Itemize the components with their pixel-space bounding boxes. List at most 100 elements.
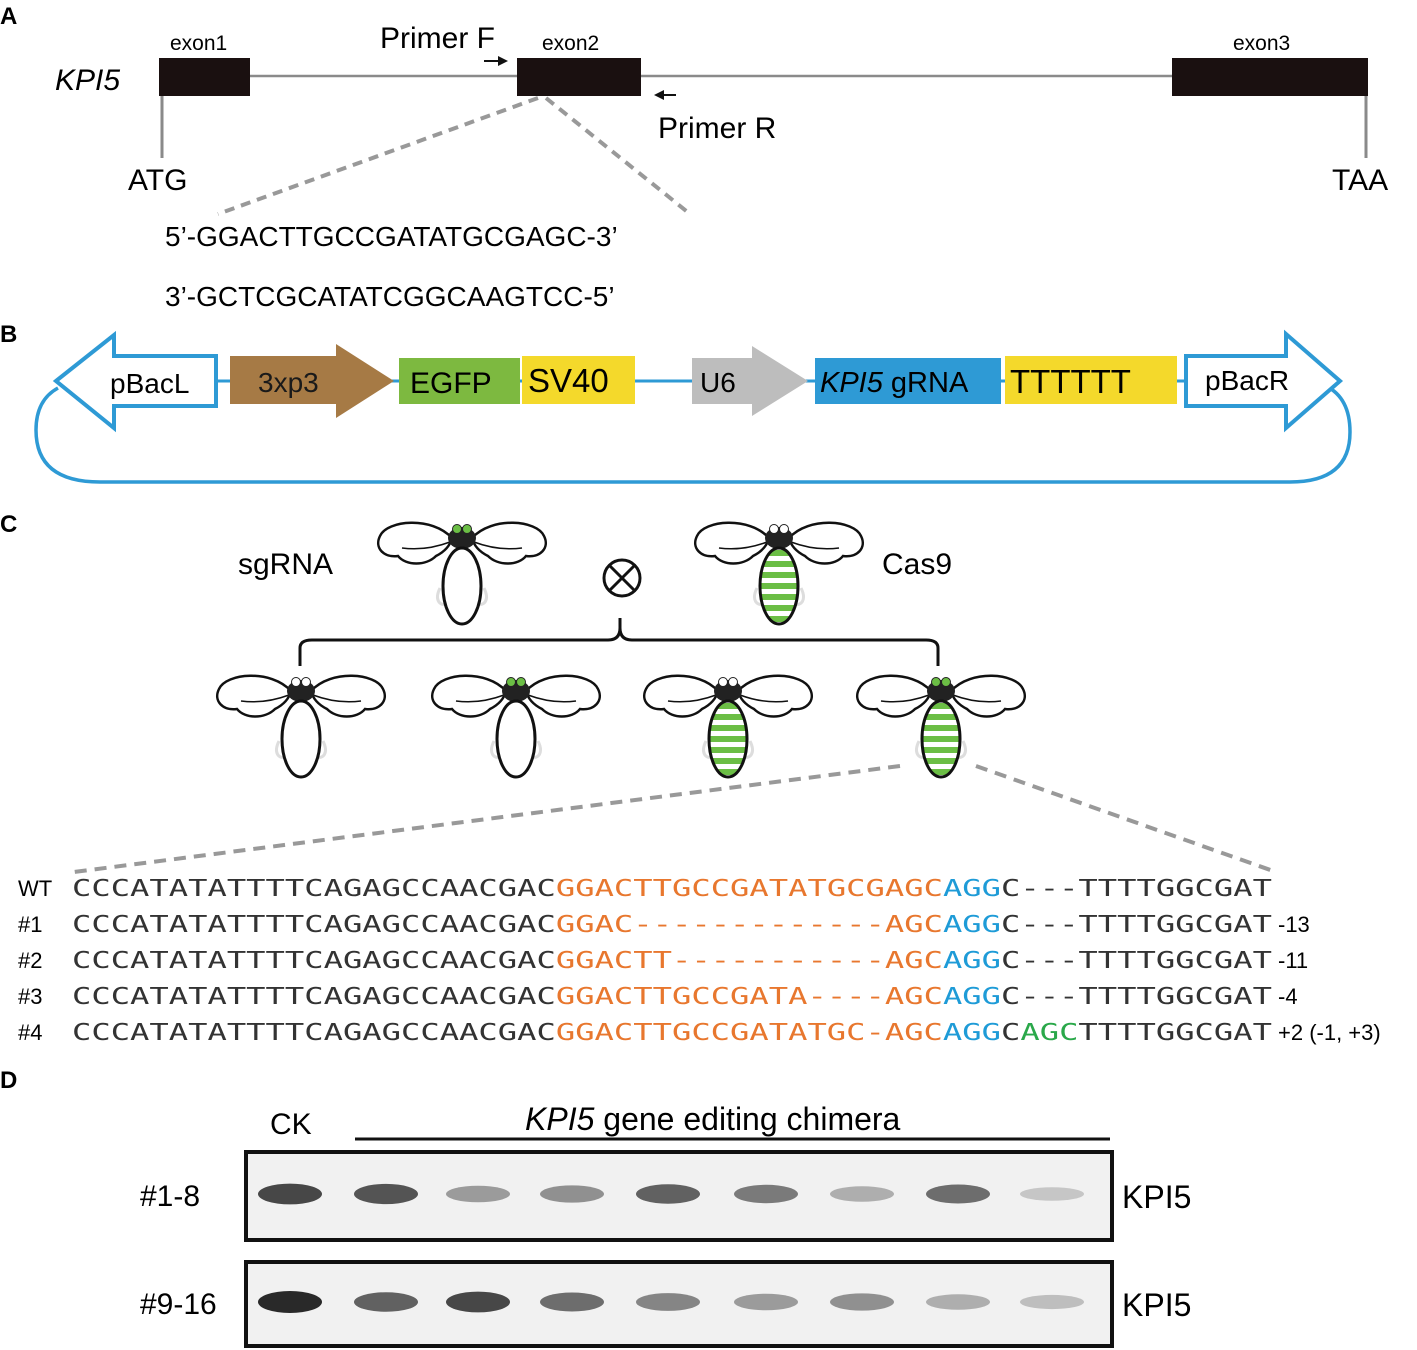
- exon2-box: [517, 58, 641, 96]
- gene-name-label: KPI5: [55, 64, 120, 97]
- primer-f-label: Primer F: [380, 22, 495, 55]
- alignment-row-label: #4: [18, 1020, 42, 1045]
- stop-codon-label: TAA: [1332, 164, 1388, 197]
- sv40-label: SV40: [528, 362, 609, 399]
- pbacr-arrow: [1184, 329, 1344, 433]
- alignment-row-label: WT: [18, 876, 52, 901]
- terminator-label: TTTTTT: [1010, 363, 1131, 400]
- chimera-suffix: gene editing chimera: [594, 1101, 900, 1137]
- sequence-segment: CCCATATATTTTCAGAGCCAACGAC: [72, 912, 556, 938]
- panel-c-label: C: [0, 511, 17, 538]
- exon3-label: exon3: [1233, 32, 1290, 55]
- sequence-segment: C---TTTTGGCGAT: [1001, 876, 1272, 902]
- blot-band: [258, 1291, 322, 1313]
- egfp-box: [399, 358, 520, 404]
- panel-b-label: B: [0, 321, 17, 348]
- blot-band: [354, 1183, 418, 1205]
- target-seq-bottom: 3’-GCTCGCATATCGGCAAGTCC-5’: [165, 281, 615, 312]
- sequence-segment: AGG: [943, 1020, 1001, 1046]
- sequence-segment: C---TTTTGGCGAT: [1001, 948, 1272, 974]
- exon3-box: [1172, 58, 1368, 96]
- zoom-line-right: [544, 96, 692, 216]
- pbacl-label: pBacL: [110, 368, 189, 399]
- bee-icon: [642, 674, 814, 779]
- bee-icon: [693, 521, 865, 626]
- panel-b: B pBacL 3xp3 EGFP SV40 U6 KPI5 gRNA TTTT…: [0, 321, 1352, 484]
- zoom-line-left: [217, 96, 539, 216]
- grna-gene: KPI5: [820, 367, 884, 399]
- bee-icon: [430, 674, 602, 779]
- sequence-segment: GGACTT-----------AGC: [556, 948, 943, 974]
- blot-band: [830, 1293, 894, 1311]
- bee-icon: [215, 674, 387, 779]
- blot-row-label: #1-8: [140, 1180, 200, 1213]
- pbacl-arrow: [52, 330, 218, 433]
- bee-icon: [376, 521, 548, 626]
- cross-icon: [602, 558, 642, 598]
- sequence-segment: C---TTTTGGCGAT: [1001, 912, 1272, 938]
- sequence-segment: GGACTTGCCGATA----AGC: [556, 984, 943, 1010]
- blot-band: [734, 1184, 798, 1204]
- ck-label: CK: [270, 1108, 312, 1141]
- sequence-segment: AGG: [943, 912, 1001, 938]
- panel-c: C sgRNA Cas9 WT CCCATATATTTTCAGAGCCAACGAC…: [0, 511, 1381, 1046]
- sequence-segment: AGG: [943, 948, 1001, 974]
- primer-r-label: Primer R: [658, 112, 776, 145]
- indel-change: -13: [1278, 912, 1310, 937]
- blot-band: [734, 1293, 798, 1311]
- sequence-segment: GGACTTGCCGATATGCGAGC: [556, 876, 943, 902]
- alignment-row-label: #2: [18, 948, 42, 973]
- primer-r-arrow-icon: [654, 90, 676, 100]
- sequence-segment: GGACTTGCCGATATGC-AGC: [556, 1020, 943, 1046]
- sequence-segment: CCCATATATTTTCAGAGCCAACGAC: [72, 948, 556, 974]
- egfp-label: EGFP: [410, 367, 492, 400]
- sgrna-label: sgRNA: [238, 548, 333, 581]
- pbacr-label: pBacR: [1205, 365, 1289, 396]
- zoom-line-right: [975, 764, 1277, 874]
- sv40-box: [522, 356, 635, 404]
- panel-a-label: A: [0, 3, 17, 30]
- promoter-3xp3-arrow: [230, 344, 394, 418]
- u6-label: U6: [700, 367, 736, 398]
- alignment-row-label: #3: [18, 984, 42, 1009]
- blot-2: #9-16 KPI5: [140, 1260, 1191, 1348]
- primer-f-arrow-icon: [484, 56, 508, 66]
- blot-band: [926, 1184, 990, 1204]
- start-codon-label: ATG: [128, 164, 187, 197]
- blot-band: [446, 1185, 510, 1203]
- blot-band: [636, 1184, 700, 1204]
- sequence-segment: AGC: [1020, 1020, 1078, 1046]
- indel-change: +2 (-1, +3): [1278, 1020, 1381, 1045]
- promoter-3xp3-label: 3xp3: [258, 367, 319, 398]
- cas9-label: Cas9: [882, 548, 952, 581]
- alignment-row-label: #1: [18, 912, 42, 937]
- blot-band: [446, 1291, 510, 1313]
- sequence-segment: GGAC-------------AGC: [556, 912, 943, 938]
- blot-band: [636, 1293, 700, 1311]
- target-seq-top: 5’-GGACTTGCCGATATGCGAGC-3’: [165, 221, 618, 252]
- bee-icon: [855, 674, 1027, 779]
- exon2-label: exon2: [542, 32, 599, 55]
- indel-change: -4: [1278, 984, 1298, 1009]
- blot-band: [1020, 1187, 1084, 1201]
- sequence-segment: AGG: [943, 984, 1001, 1010]
- protein-label: KPI5: [1122, 1287, 1191, 1323]
- indel-change: -11: [1278, 948, 1308, 973]
- blot-band: [1020, 1294, 1084, 1310]
- panel-d-label: D: [0, 1067, 17, 1094]
- chimera-header: KPI5 gene editing chimera: [525, 1101, 901, 1137]
- sequence-segment: CCCATATATTTTCAGAGCCAACGAC: [72, 1020, 556, 1046]
- bee-group: [215, 521, 1027, 779]
- blot-row-label: #9-16: [140, 1288, 217, 1321]
- exon1-label: exon1: [170, 32, 227, 55]
- exon1-box: [159, 58, 250, 96]
